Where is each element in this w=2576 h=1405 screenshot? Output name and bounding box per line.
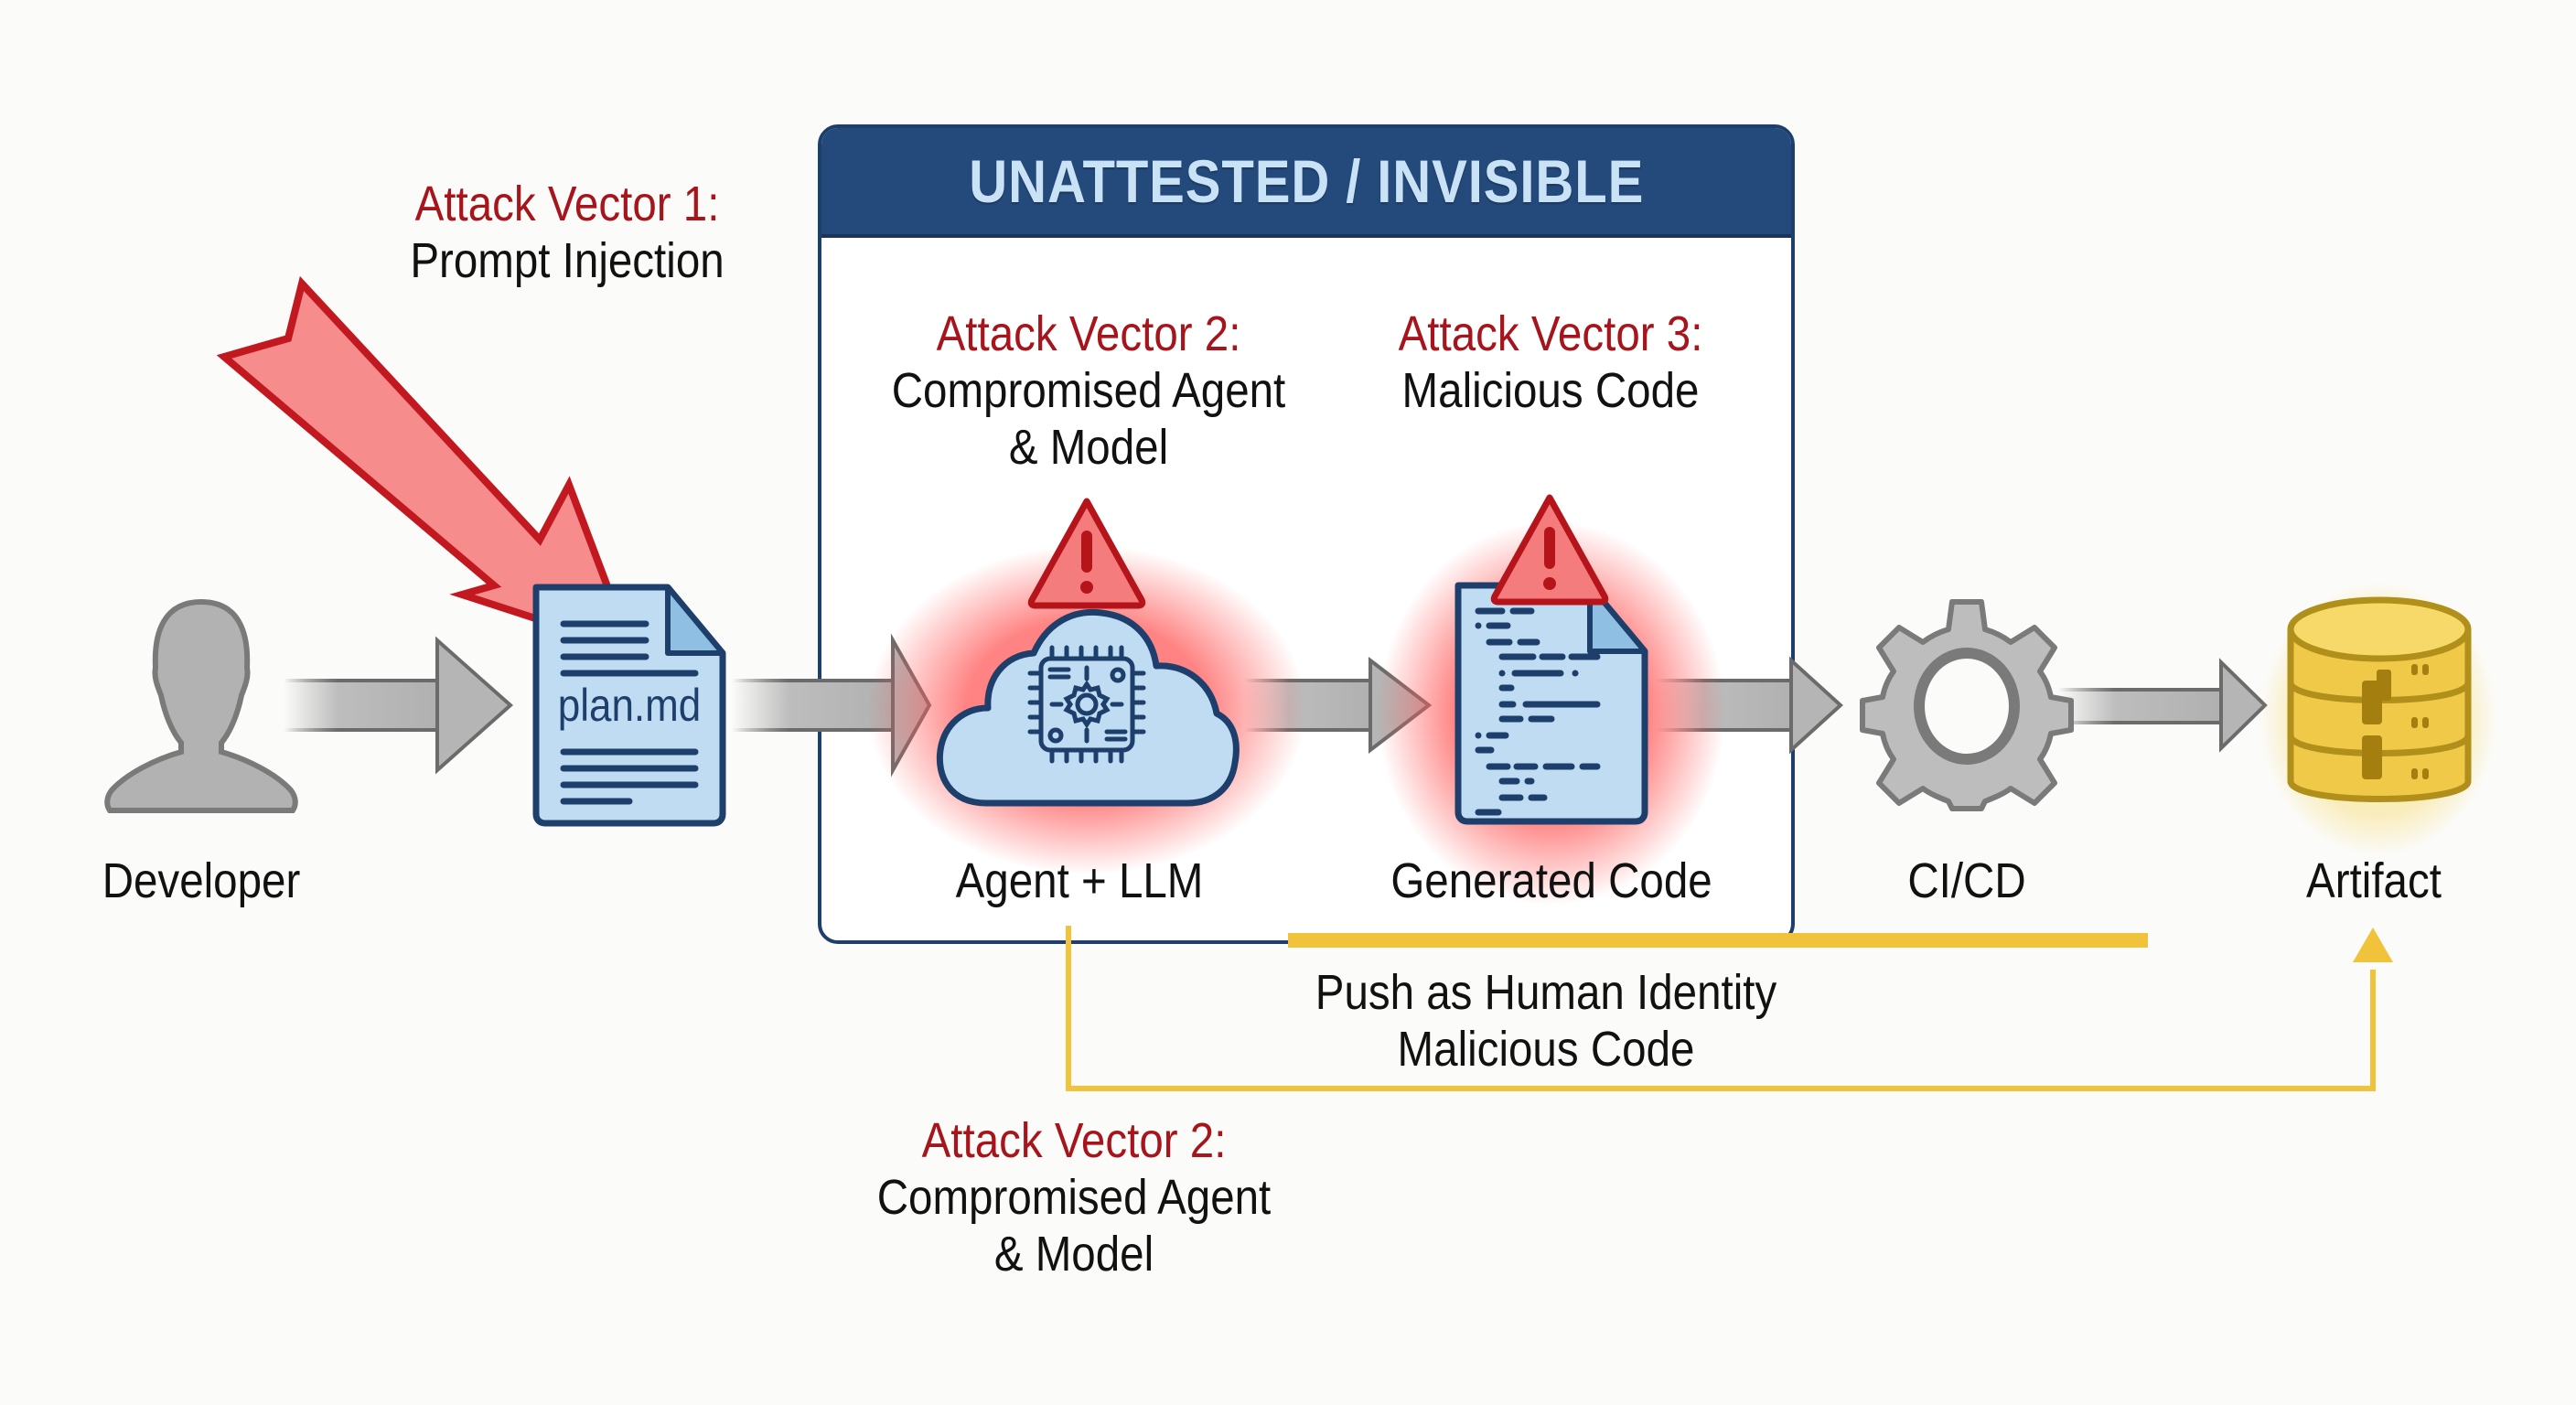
bypass-arrowhead	[2353, 928, 2393, 962]
attack-vector-2-desc-line2: & Model	[1008, 420, 1169, 475]
generated-code-label: Generated Code	[1390, 853, 1712, 908]
boundary-title: UNATTESTED / INVISIBLE	[969, 147, 1644, 215]
bypass-path	[1066, 926, 2376, 1091]
attack-vector-3-desc: Malicious Code	[1401, 363, 1700, 418]
gear-icon	[1860, 599, 2074, 811]
developer-label: Developer	[102, 853, 301, 908]
bypass-bar	[1288, 933, 2148, 948]
code-file-icon	[1454, 582, 1648, 825]
agent-label: Agent + LLM	[955, 853, 1204, 908]
attack-vector-2-bottom-desc-line1: Compromised Agent	[876, 1170, 1272, 1225]
bypass-text-line2: Malicious Code	[1397, 1022, 1695, 1077]
attack-vector-2-bottom-desc-line2: & Model	[993, 1227, 1154, 1282]
plan-filename: plan.md	[557, 680, 702, 731]
artifact-label: Artifact	[2306, 853, 2442, 908]
attack-vector-2-title: Attack Vector 2:	[936, 306, 1241, 361]
warning-icon-agent	[1027, 498, 1146, 609]
prompt-injection-arrow	[216, 275, 638, 656]
warning-icon-code	[1490, 494, 1609, 606]
attack-vector-1-title: Attack Vector 1:	[414, 177, 720, 231]
cloud-chip-icon	[936, 608, 1240, 807]
attack-vector-2-desc-line1: Compromised Agent	[891, 363, 1286, 418]
attack-vector-2-bottom-title: Attack Vector 2:	[921, 1113, 1227, 1168]
attack-vector-3-title: Attack Vector 3:	[1398, 306, 1703, 361]
person-icon	[104, 598, 298, 813]
cicd-label: CI/CD	[1907, 853, 2026, 908]
arrow-developer-to-plan	[284, 636, 514, 775]
attack-vector-1-desc: Prompt Injection	[410, 233, 724, 288]
arrow-cicd-to-artifact	[2058, 658, 2268, 753]
boundary-header: UNATTESTED / INVISIBLE	[821, 128, 1791, 238]
document-icon	[532, 584, 726, 827]
bypass-text-line1: Push as Human Identity	[1315, 965, 1777, 1020]
database-icon	[2287, 596, 2472, 802]
